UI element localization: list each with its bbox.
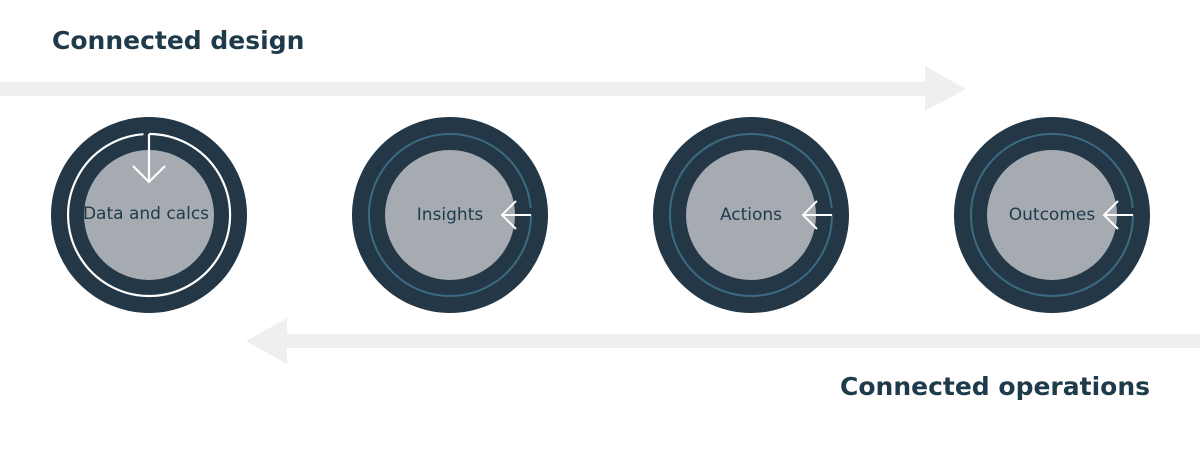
flow-label-connected-operations: Connected operations (840, 372, 1150, 401)
down-arrow-head-icon (132, 165, 166, 184)
cycle-arc (67, 132, 232, 298)
left-arrow-head-icon (500, 200, 517, 230)
node-label-actions: Actions (719, 205, 783, 225)
left-arrow-head-icon (1102, 200, 1119, 230)
connected-design-arrow (0, 66, 966, 111)
connected-operations-arrow (246, 318, 1200, 364)
cycle-arc (970, 132, 1134, 297)
flow-label-connected-design: Connected design (52, 26, 305, 55)
node-insights (352, 117, 548, 313)
cycle-arc (368, 132, 532, 297)
left-arrow-head-icon (801, 200, 818, 230)
node-actions (653, 117, 849, 313)
node-label-insights: Insights (416, 205, 484, 225)
node-outcomes (954, 117, 1150, 313)
cycle-arc (669, 132, 833, 297)
node-label-outcomes: Outcomes (1008, 205, 1096, 225)
node-label-data-and-calcs: Data and calcs (82, 204, 210, 224)
node-data-and-calcs (51, 117, 247, 313)
